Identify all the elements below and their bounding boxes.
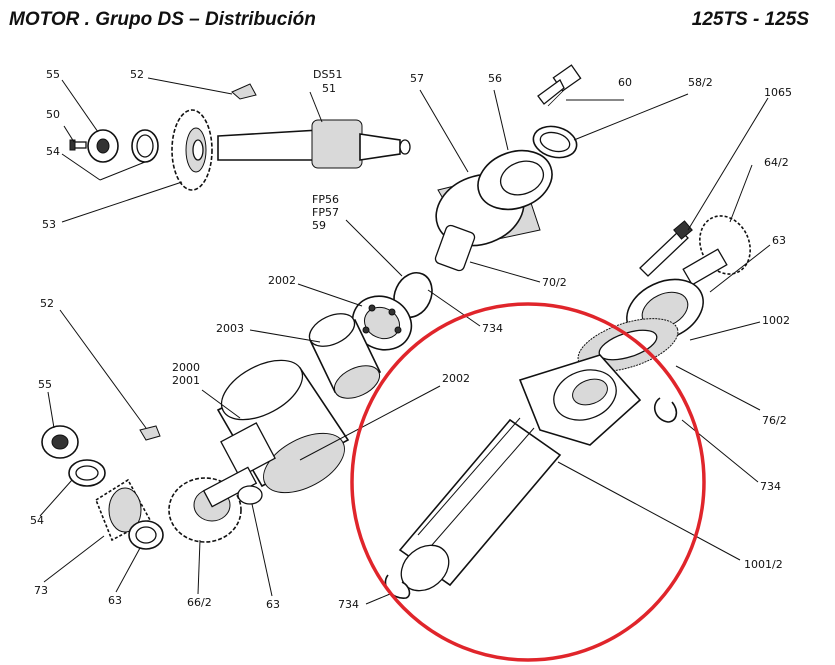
- model-codes: 125TS - 125S: [691, 9, 809, 30]
- label-52-left: 52: [40, 297, 54, 310]
- nut-left: [41, 425, 79, 459]
- label-ds51: DS51: [313, 68, 342, 81]
- nut-top: [87, 129, 119, 163]
- label-54-top: 54: [46, 145, 60, 158]
- label-73: 73: [34, 584, 48, 597]
- label-63-right: 63: [772, 234, 786, 247]
- label-fp56: FP56: [312, 193, 339, 206]
- label-2002-mid: 2002: [442, 372, 470, 385]
- label-64-2: 64/2: [764, 156, 789, 169]
- label-56: 56: [488, 72, 502, 85]
- label-734-mid: 734: [482, 322, 503, 335]
- circlip-734-right: [653, 397, 678, 423]
- label-2001: 2001: [172, 374, 200, 387]
- small-bolt: [69, 139, 87, 151]
- label-55-top: 55: [46, 68, 60, 81]
- label-70-2: 70/2: [542, 276, 567, 289]
- label-60: 60: [618, 76, 632, 89]
- bevel-gear-top: [171, 109, 213, 191]
- label-734-right: 734: [760, 480, 781, 493]
- washer-63-bottom: [237, 485, 263, 505]
- washer-top: [131, 129, 159, 163]
- bearing-2002-top: [351, 295, 413, 351]
- label-63-bl: 63: [108, 594, 122, 607]
- flange-housing: [434, 149, 553, 272]
- label-54-left: 54: [30, 514, 44, 527]
- bevel-gear-64-2: [682, 215, 751, 286]
- washer-left: [68, 459, 106, 487]
- label-76-2: 76/2: [762, 414, 787, 427]
- label-2003: 2003: [216, 322, 244, 335]
- label-53: 53: [42, 218, 56, 231]
- label-51: 51: [322, 82, 336, 95]
- label-66-2: 66/2: [187, 596, 212, 609]
- label-50: 50: [46, 108, 60, 121]
- label-58-2: 58/2: [688, 76, 713, 89]
- label-2002-top: 2002: [268, 274, 296, 287]
- label-fp57: FP57: [312, 206, 339, 219]
- diagram-title: MOTOR . Grupo DS – Distribución: [9, 9, 316, 30]
- woodruff-key-left: [139, 425, 161, 441]
- highlight-circle: [350, 302, 706, 662]
- washer-63-left: [128, 520, 164, 550]
- bolt-60: [537, 64, 582, 107]
- label-1002: 1002: [762, 314, 790, 327]
- label-1065: 1065: [764, 86, 792, 99]
- housing-2000: [216, 359, 350, 494]
- label-63-bottom: 63: [266, 598, 280, 611]
- woodruff-key-top: [231, 83, 257, 100]
- seal-58-2: [532, 125, 578, 159]
- label-52-top: 52: [130, 68, 144, 81]
- label-57: 57: [410, 72, 424, 85]
- label-59: 59: [312, 219, 326, 232]
- screw-1065: [639, 220, 693, 277]
- label-55-left: 55: [38, 378, 52, 391]
- shaft-housing-1001-2: [398, 354, 642, 592]
- sleeve-2003: [308, 313, 382, 399]
- label-734-bottom: 734: [338, 598, 359, 611]
- crown-gear-66-2: [168, 466, 258, 543]
- ds51-shaft: [217, 119, 411, 169]
- label-1001-2: 1001/2: [744, 558, 783, 571]
- label-2000: 2000: [172, 361, 200, 374]
- part-labels: 55 52 DS51 51 57 56 60 58/2 1065 50 54 5…: [30, 68, 792, 611]
